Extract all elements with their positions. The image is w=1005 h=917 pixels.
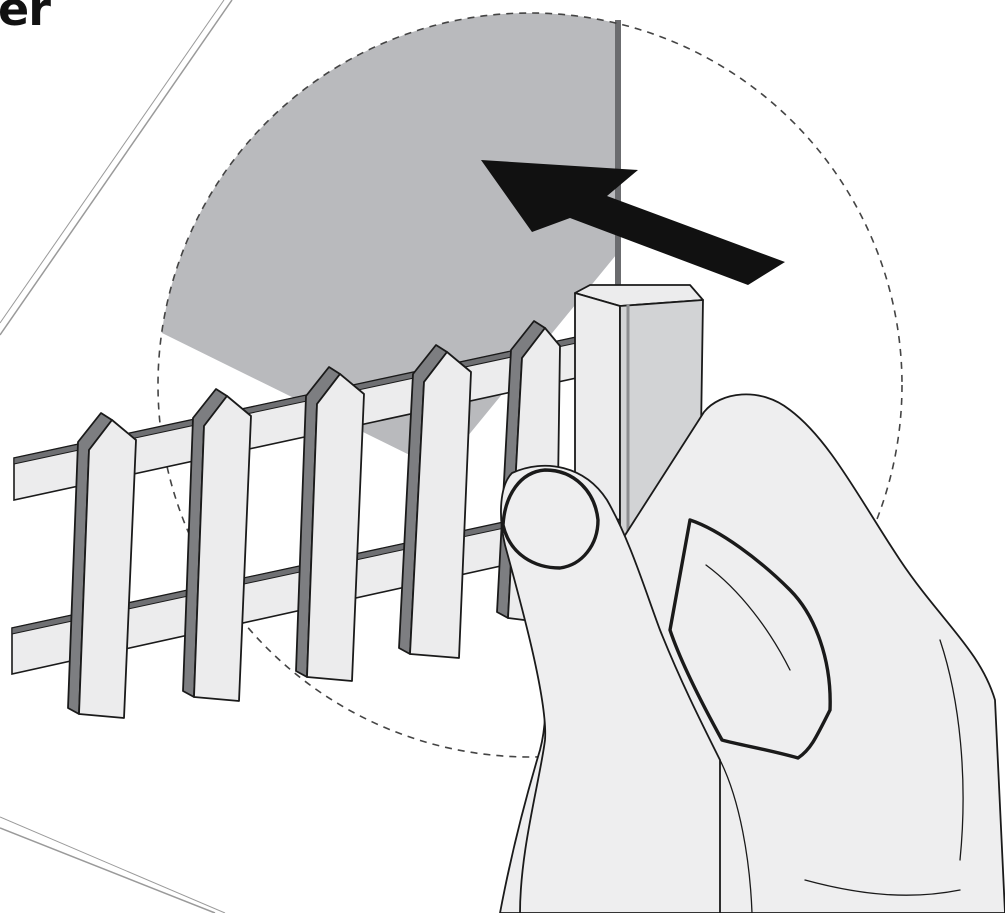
paper-sheet-edge: [0, 0, 233, 914]
picket: [398, 344, 472, 659]
picket: [295, 366, 365, 682]
picket: [67, 412, 137, 719]
focus-circle: [157, 12, 903, 758]
hand-icon: [499, 393, 1005, 914]
push-direction-arrow-icon: [481, 160, 785, 285]
page-heading-fragment: er: [0, 0, 51, 36]
picket: [182, 388, 252, 702]
